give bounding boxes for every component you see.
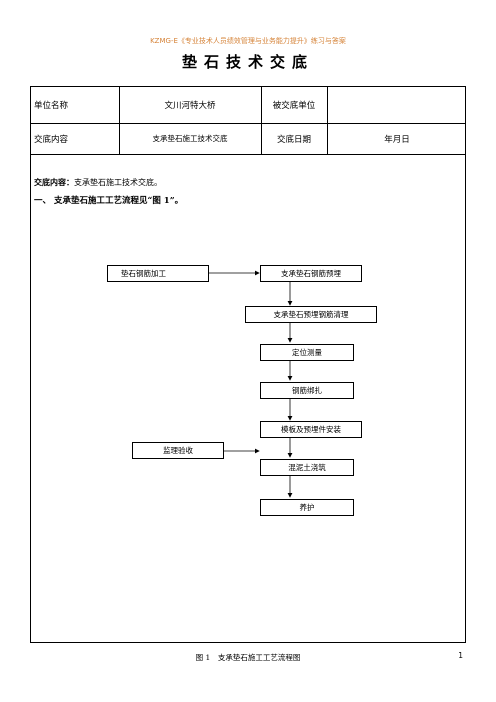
content-value: 支承垫石施工技术交底。 [74,178,162,187]
content-line: 交底内容：支承垫石施工技术交底。 [34,177,162,188]
flow-step-5: 模板及预埋件安装 [260,421,362,438]
flow-step-4: 钢筋绑扎 [260,382,354,399]
flow-arrows [209,270,293,498]
flow-step-6: 混泥土浇筑 [260,459,354,476]
label-unit-name: 单位名称 [34,101,69,111]
flow-step-2: 支承垫石预埋钢筋清理 [245,306,377,323]
content-label: 交底内容： [34,177,74,187]
flow-box-rebar-processing: 垫石钢筋加工 [107,265,209,282]
label-disclosure-date: 交底日期 [276,134,311,145]
header-link[interactable]: KZMG-E《专业技术人员绩效管理与业务能力提升》练习与答案 [150,37,346,45]
flow-step-3: 定位测量 [260,344,354,361]
flow-step-7: 养护 [260,499,354,516]
document-title: 垫石技术交底 [181,53,314,71]
value-unit-name: 文川河特大桥 [164,101,216,111]
label-receiving-unit: 被交底单位 [272,101,316,111]
table-row-unit: 单位名称 文川河特大桥 被交底单位 [31,87,465,124]
label-disclosure-content: 交底内容 [34,134,69,145]
section-heading: 一、 支承垫石施工工艺流程见“图 1”。 [34,196,184,206]
value-disclosure-date: 年月日 [384,134,410,145]
flowchart-caption: 图 1 支承垫石施工工艺流程图 [195,653,301,662]
table-row-content: 交底内容 支承垫石施工技术交底 交底日期 年月日 [31,123,465,155]
page-number: 1 [458,651,463,660]
value-disclosure-content: 支承垫石施工技术交底 [152,134,228,143]
flow-step-1: 支承垫石钢筋预埋 [260,265,362,282]
disclosure-form: 单位名称 文川河特大桥 被交底单位 交底内容 支承垫石施工技术交底 交底日期 年… [30,86,466,662]
flow-box-supervision: 监理验收 [132,442,224,459]
